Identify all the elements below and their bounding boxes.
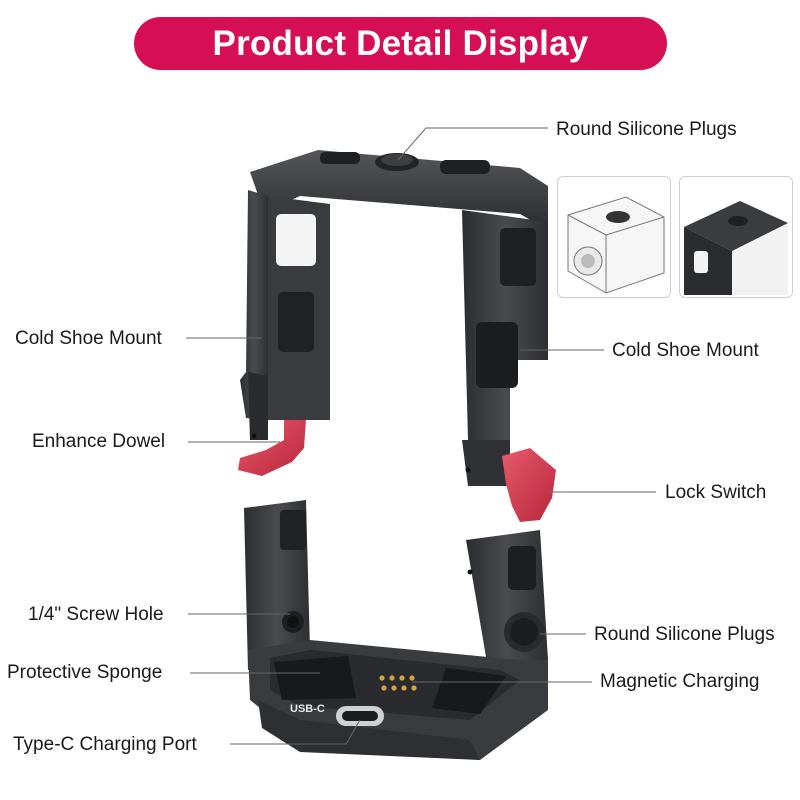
leader-lines: [186, 127, 656, 745]
label-round-silicone-plugs-top: Round Silicone Plugs: [556, 119, 737, 140]
label-cold-shoe-mount-right: Cold Shoe Mount: [612, 340, 759, 361]
label-round-silicone-plugs-bottom: Round Silicone Plugs: [594, 624, 775, 645]
label-cold-shoe-mount-left: Cold Shoe Mount: [15, 328, 162, 349]
label-lock-switch: Lock Switch: [665, 482, 767, 503]
label-type-c-port: Type-C Charging Port: [13, 734, 197, 755]
label-magnetic-charging: Magnetic Charging: [600, 671, 760, 692]
label-enhance-dowel: Enhance Dowel: [32, 431, 166, 452]
upper-cage: [240, 150, 548, 486]
enhance-dowel: [238, 420, 306, 476]
lower-cage: [244, 500, 548, 760]
label-screw-hole: 1/4" Screw Hole: [28, 604, 164, 625]
lock-switch: [502, 448, 556, 522]
detail-thumbnail-camera-top: [557, 176, 671, 298]
page-title: Product Detail Display: [134, 17, 667, 70]
usb-c-mark: USB-C: [290, 703, 325, 715]
detail-thumbnail-cage-corner: [679, 176, 793, 298]
label-protective-sponge: Protective Sponge: [7, 662, 163, 683]
